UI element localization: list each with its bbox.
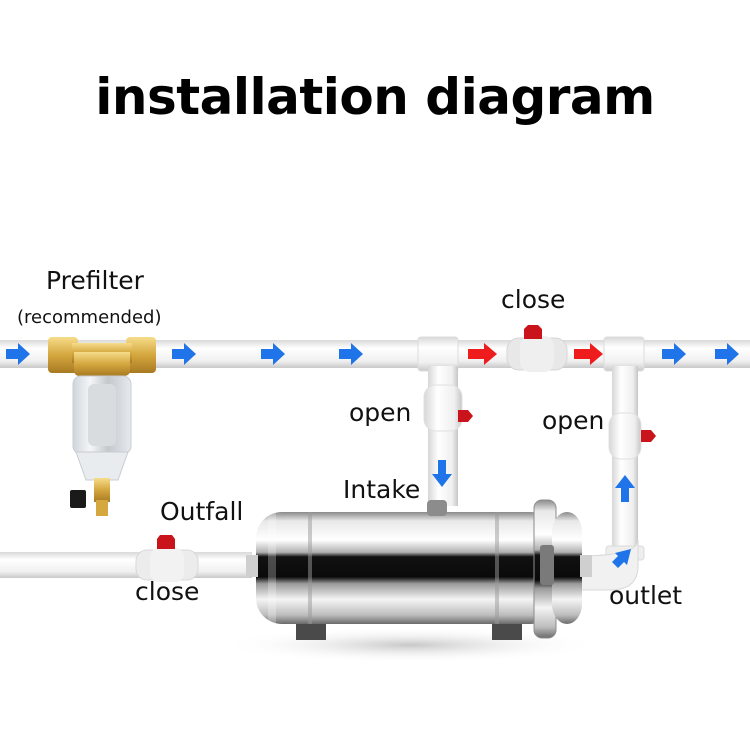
blocked-arrows [468,343,603,365]
outlet-valve-label: open [542,406,605,435]
bypass-valve-handle-icon [524,325,542,339]
outfall-label: Outfall [160,497,244,526]
prefilter-label: Prefilter [46,266,144,295]
page-title: installation diagram [95,68,655,126]
outlet-valve-handle-icon[interactable] [641,430,656,442]
blocked-arrow-right-icon [574,343,603,365]
flow-arrow-right-icon [172,343,196,365]
filter-tank [246,499,592,640]
flow-arrow-right-icon [715,343,739,365]
intake-valve-handle-icon[interactable] [458,410,473,422]
outfall-valve[interactable] [135,535,199,582]
outlet-label: outlet [609,581,683,610]
outfall-pipe [0,552,252,578]
intake-label: Intake [343,475,421,504]
prefilter [48,337,156,516]
flow-arrow-right-icon [339,343,363,365]
blocked-arrow-right-icon [468,343,497,365]
flow-arrows [6,343,739,568]
bypass-valve[interactable] [506,325,568,372]
flow-arrow-down-icon [432,460,452,487]
flow-arrow-diagonal-icon [612,549,631,568]
flow-arrow-right-icon [662,343,686,365]
intake-valve-label: open [349,398,412,427]
flow-arrow-up-icon [615,475,635,502]
flow-arrow-right-icon [261,343,285,365]
bypass-valve-label: close [501,285,566,314]
outfall-valve-label: close [135,577,200,606]
prefilter-note-label: (recommended) [17,307,162,328]
flow-arrow-right-icon [6,343,30,365]
outfall-valve-handle-icon [157,535,175,549]
